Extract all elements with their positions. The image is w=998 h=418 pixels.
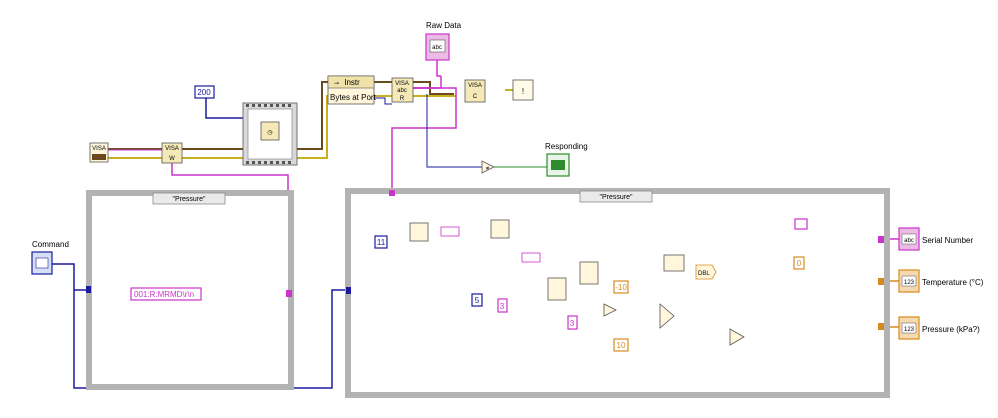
zero-constant[interactable]: 0 (793, 256, 805, 270)
timeout-constant[interactable]: 200 (194, 85, 215, 99)
svg-text:200: 200 (197, 88, 211, 97)
trim-node-2[interactable] (521, 252, 541, 263)
svg-text:5: 5 (475, 296, 480, 305)
svg-text:abc: abc (397, 88, 407, 94)
serial-out-tunnel (878, 236, 884, 243)
visa-close-node[interactable]: VISA C (464, 79, 486, 103)
svg-text:≠: ≠ (486, 166, 490, 172)
split-string-node-4[interactable] (579, 261, 599, 285)
left-case-terminal (86, 286, 91, 293)
pressure-out-tunnel (878, 323, 884, 330)
svg-text:DBL: DBL (698, 271, 710, 277)
neg-10-constant[interactable]: -10 (613, 280, 629, 294)
right-case-selector[interactable]: "Pressure" (600, 194, 633, 201)
right-case-selector-terminal (346, 287, 351, 294)
left-case-selector[interactable]: "Pressure" (173, 196, 206, 203)
split-string-node-1[interactable] (409, 222, 429, 242)
svg-text:3: 3 (570, 319, 575, 328)
svg-text:123: 123 (904, 280, 915, 286)
svg-text:Temperature (°C): Temperature (°C) (922, 278, 984, 287)
index-3-constant-2[interactable]: 3 (567, 315, 578, 330)
command-control[interactable]: Command (31, 240, 69, 275)
svg-text:C: C (473, 94, 478, 100)
svg-text:0: 0 (797, 259, 802, 268)
trim-node-1[interactable] (440, 226, 460, 237)
command-string-constant[interactable] (130, 287, 202, 301)
visa-resource-constant[interactable]: VISA (89, 142, 109, 163)
parse-nodes: 11 5 3 3 DBL -10 10 (374, 218, 808, 352)
visa-write-node[interactable]: VISA W (161, 142, 183, 164)
nodes-top: VISA VISA W 200 ⊸ Instr Bytes at Port VI… (31, 21, 588, 275)
empty-string-constant[interactable] (794, 218, 808, 230)
svg-text:W: W (169, 156, 175, 162)
index-11-constant[interactable]: 11 (374, 235, 388, 249)
pressure-indicator: 123 Pressure (kPa?) (898, 316, 980, 340)
compare-node[interactable]: ≠ (481, 160, 495, 174)
scan-number-node[interactable] (663, 254, 685, 272)
visa-property-node[interactable]: ⊸ Instr Bytes at Port (327, 75, 377, 105)
multiply-node[interactable] (729, 328, 745, 346)
svg-text:11: 11 (377, 238, 386, 247)
temp-out-tunnel (878, 278, 884, 285)
visa-read-node[interactable]: VISA abc R (391, 77, 414, 103)
string-compare-node[interactable] (603, 303, 617, 317)
svg-text:⊸: ⊸ (334, 81, 339, 87)
svg-text:-10: -10 (615, 283, 627, 292)
svg-text:Pressure (kPa?): Pressure (kPa?) (922, 325, 980, 334)
raw-data-indicator: Raw Data abc (425, 21, 462, 61)
error-handler-node[interactable]: ! (512, 79, 534, 101)
serial-number-indicator: abc Serial Number (898, 227, 973, 251)
pos-10-constant[interactable]: 10 (613, 338, 629, 352)
wait-ms-node[interactable] (260, 121, 280, 141)
svg-text:10: 10 (617, 341, 626, 350)
split-string-node-3[interactable] (547, 277, 567, 301)
output-indicators: abc Serial Number 123 Temperature (°C) 1… (898, 227, 984, 340)
select-node[interactable] (659, 303, 675, 329)
svg-text:Raw Data: Raw Data (426, 21, 462, 30)
index-3-constant-1[interactable]: 3 (497, 298, 508, 313)
svg-text:!: ! (522, 87, 524, 96)
svg-text:VISA: VISA (165, 146, 179, 152)
split-string-node-2[interactable] (490, 219, 510, 239)
svg-text:3: 3 (500, 302, 505, 311)
index-5-constant[interactable]: 5 (471, 293, 483, 307)
temperature-indicator: 123 Temperature (°C) (898, 269, 984, 293)
svg-text:Command: Command (32, 240, 69, 249)
dbl-convert-node[interactable]: DBL (695, 264, 717, 280)
svg-text:001:R:MRMD\r\n: 001:R:MRMD\r\n (134, 290, 194, 299)
flat-sequence-frame: ◷ (242, 102, 298, 166)
right-case-input-tunnel (389, 190, 395, 196)
svg-text:Bytes at Port: Bytes at Port (330, 93, 377, 102)
left-case-output-tunnel (286, 290, 292, 297)
svg-text:Serial Number: Serial Number (922, 236, 973, 245)
svg-text:R: R (400, 96, 405, 102)
svg-text:abc: abc (904, 238, 914, 244)
svg-text:abc: abc (432, 45, 442, 51)
responding-indicator: Responding (545, 142, 588, 177)
svg-text:VISA: VISA (395, 81, 409, 87)
svg-text:VISA: VISA (92, 146, 106, 152)
left-case-structure: "Pressure" 001:R:MRMD\r\n (86, 190, 294, 390)
svg-text:VISA: VISA (468, 83, 482, 89)
svg-text:123: 123 (904, 327, 915, 333)
svg-text:Instr: Instr (344, 78, 360, 87)
clock-icon: ◷ (267, 130, 272, 136)
svg-text:Responding: Responding (545, 142, 588, 151)
